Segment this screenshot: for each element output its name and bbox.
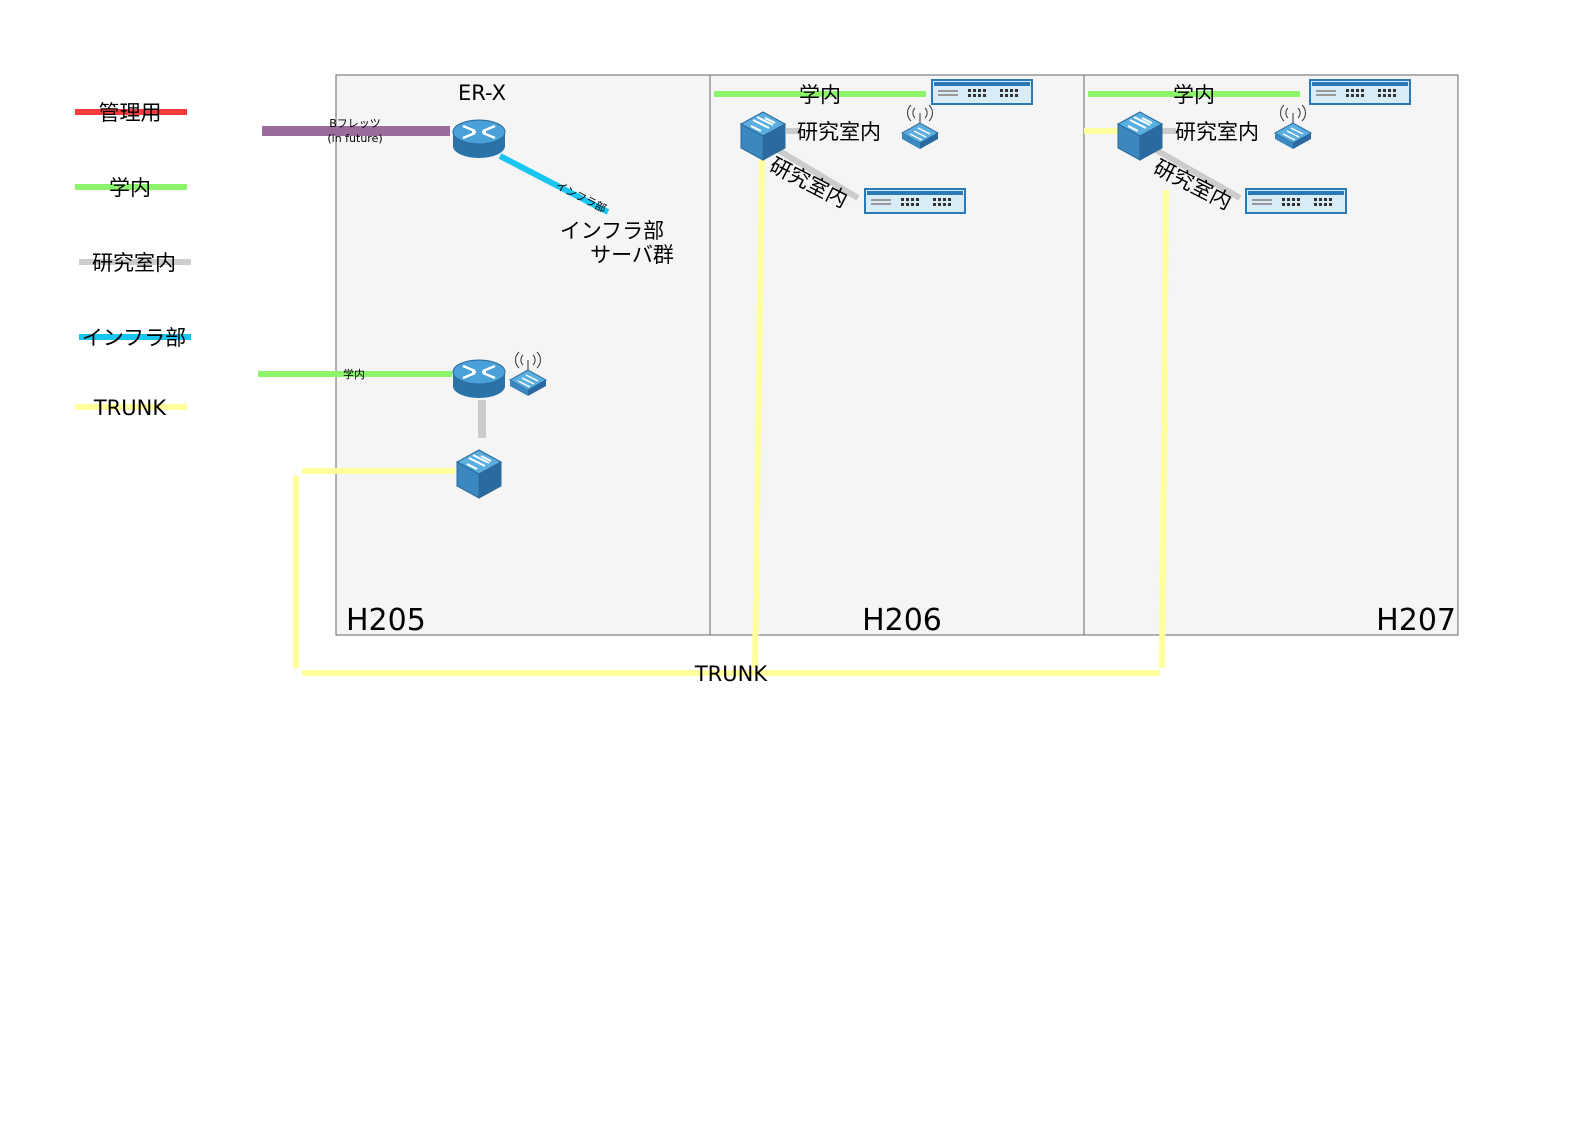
router-icon[interactable] [451, 358, 507, 400]
ethernet-switch-icon[interactable] [1245, 188, 1347, 214]
bflets-label: Bフレッツ [329, 117, 381, 130]
legend-item-campus: 学内 [75, 176, 187, 200]
legend-item-lab: 研究室内 [79, 251, 191, 275]
legend-label-admin: 管理用 [99, 101, 162, 125]
bflets-future-label: (in future) [327, 132, 382, 145]
legend-label-campus: 学内 [109, 176, 151, 200]
campus-small-label: 学内 [343, 367, 365, 381]
h206-campus-label: 学内 [799, 83, 841, 107]
room-label-h205: H205 [346, 603, 426, 638]
lab-link-h207-hub [1154, 147, 1242, 201]
infra-servers-label-2: サーバ群 [590, 243, 674, 267]
ethernet-switch-icon[interactable] [864, 188, 966, 214]
h207-campus-label: 学内 [1173, 83, 1215, 107]
infra-servers-label: インフラ部 [560, 219, 664, 243]
room-h206 [709, 74, 1085, 636]
legend-item-admin: 管理用 [75, 101, 187, 125]
ethernet-switch-icon[interactable] [931, 79, 1033, 105]
legend: 管理用 学内 研究室内 インフラ部 TRUNK [75, 101, 191, 420]
room-label-h207: H207 [1376, 603, 1456, 638]
trunk-label: TRUNK [694, 662, 768, 686]
h206-lab-label: 研究室内 [797, 120, 881, 144]
room-h207 [1083, 74, 1459, 636]
legend-label-lab: 研究室内 [92, 251, 176, 275]
legend-item-infra: インフラ部 [79, 326, 191, 350]
legend-item-trunk: TRUNK [75, 396, 187, 420]
links [258, 91, 1300, 676]
legend-label-infra: インフラ部 [82, 326, 186, 350]
legend-label-trunk: TRUNK [93, 396, 167, 420]
trunk-link-h207 [1159, 189, 1169, 669]
room-label-h206: H206 [862, 603, 942, 638]
router-icon[interactable] [451, 118, 507, 160]
h207-lab-label: 研究室内 [1175, 120, 1259, 144]
lab-link-h206-hub [776, 147, 860, 201]
ethernet-switch-icon[interactable] [1309, 79, 1411, 105]
infra-link [498, 153, 610, 215]
er-x-label: ER-X [458, 81, 506, 105]
trunk-link-h206 [752, 159, 765, 669]
